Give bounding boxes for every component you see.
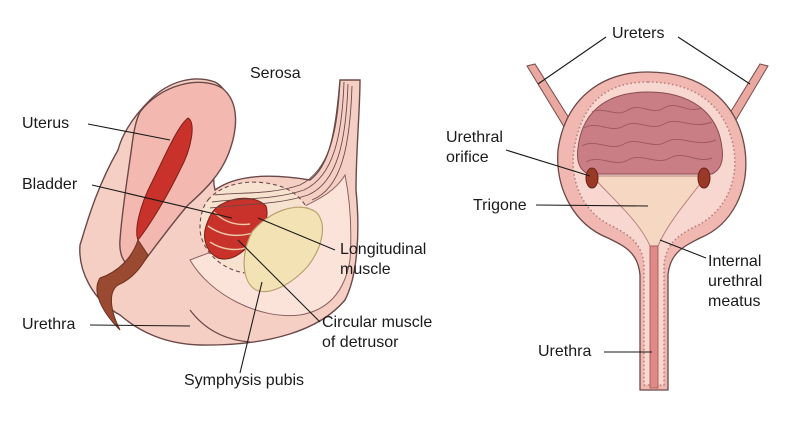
serosa-layers	[209, 79, 353, 209]
label-symphysis-pubis: Symphysis pubis	[184, 372, 305, 389]
label-serosa: Serosa	[250, 65, 301, 82]
sagittal-section	[79, 78, 361, 346]
pubic-bone	[243, 206, 323, 293]
leader-lines-right	[505, 36, 751, 353]
label-trigone: Trigone	[473, 197, 527, 214]
label-internal-line1: Internal	[708, 253, 762, 270]
label-longitudinal-muscle: Longitudinal muscle	[340, 240, 426, 280]
label-internal-line2: urethral	[708, 273, 763, 290]
vaginal-canal	[96, 238, 149, 331]
label-urethral-orifice-line2: orifice	[446, 149, 489, 166]
label-internal-line3: meatus	[708, 293, 761, 310]
label-longitudinal-line1: Longitudinal	[340, 241, 427, 258]
left-urethral-orifice	[585, 167, 599, 189]
frontal-section	[526, 63, 769, 391]
leader-lines-left	[87, 123, 336, 374]
urethral-channel	[649, 245, 659, 389]
label-ureters: Ureters	[612, 25, 665, 42]
urethra-left	[189, 309, 251, 343]
rugae-folds	[581, 104, 717, 164]
label-uterus: Uterus	[22, 115, 70, 132]
label-longitudinal-line2: muscle	[340, 261, 391, 278]
label-circular-line2: of detrusor	[322, 334, 399, 351]
label-bladder: Bladder	[22, 176, 78, 193]
label-circular-muscle: Circular muscle of detrusor	[322, 313, 432, 353]
label-urethral-orifice: Urethral orifice	[446, 128, 503, 168]
label-internal-urethral-meatus: Internal urethral meatus	[708, 252, 762, 312]
label-urethra-right: Urethra	[538, 343, 592, 360]
right-urethral-orifice	[697, 167, 711, 189]
label-urethra-left: Urethra	[22, 316, 76, 333]
label-urethral-orifice-line1: Urethral	[446, 129, 503, 146]
label-circular-line1: Circular muscle	[322, 314, 433, 331]
